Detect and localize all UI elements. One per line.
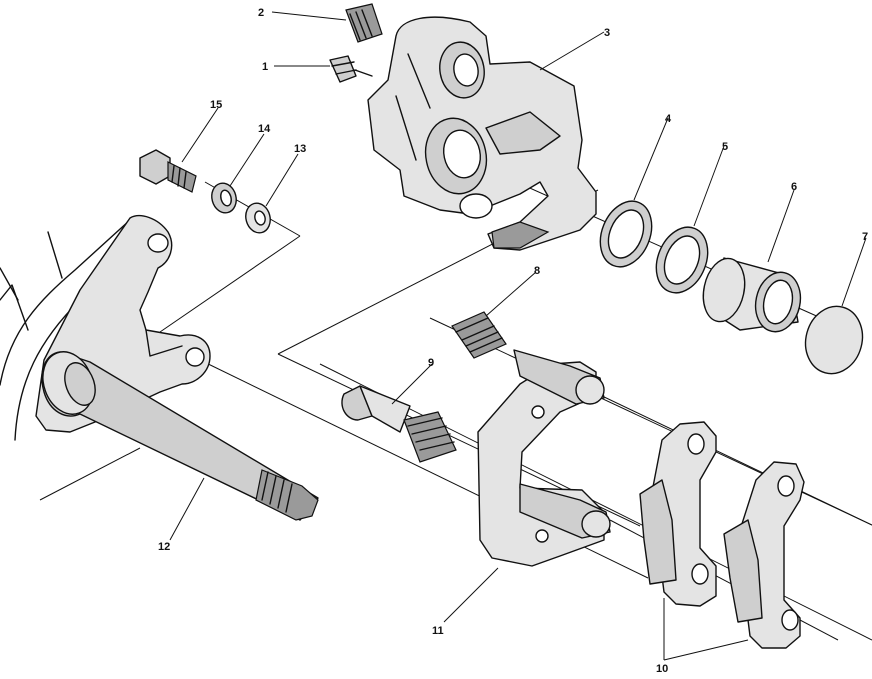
brake-pad-10a — [639, 421, 717, 607]
callout-6: 6 — [791, 181, 797, 193]
ring-5 — [655, 226, 709, 294]
spring-8 — [451, 311, 507, 359]
washer-13 — [245, 202, 271, 234]
callout-10: 10 — [656, 663, 668, 675]
bolt-15 — [139, 149, 197, 193]
brake-pad-10b — [723, 461, 805, 649]
plug-2 — [345, 3, 383, 43]
callout-11: 11 — [432, 625, 444, 637]
bracket-11 — [477, 349, 611, 567]
pin-9 — [341, 385, 457, 463]
lock-washer-14 — [211, 182, 237, 214]
callout-8: 8 — [534, 265, 540, 277]
callout-15: 15 — [210, 99, 222, 111]
callout-labels: 2 1 3 4 5 6 7 8 9 10 11 12 13 14 15 — [158, 7, 868, 675]
callout-13: 13 — [294, 143, 306, 155]
seal-4 — [599, 200, 653, 268]
callout-7: 7 — [862, 231, 868, 243]
callout-4: 4 — [665, 113, 672, 125]
callout-9: 9 — [428, 357, 434, 369]
cap-7 — [804, 305, 864, 375]
callout-2: 2 — [258, 7, 264, 19]
pivot-shaft-12 — [41, 351, 319, 521]
bleeder-screw-1 — [329, 55, 373, 83]
caliper-body-3 — [367, 16, 597, 251]
callout-3: 3 — [604, 27, 610, 39]
leader-lines — [169, 11, 867, 661]
callout-12: 12 — [158, 541, 170, 553]
callout-14: 14 — [258, 123, 271, 135]
callout-5: 5 — [722, 141, 728, 153]
callout-1: 1 — [262, 61, 268, 73]
piston-6 — [702, 257, 802, 333]
